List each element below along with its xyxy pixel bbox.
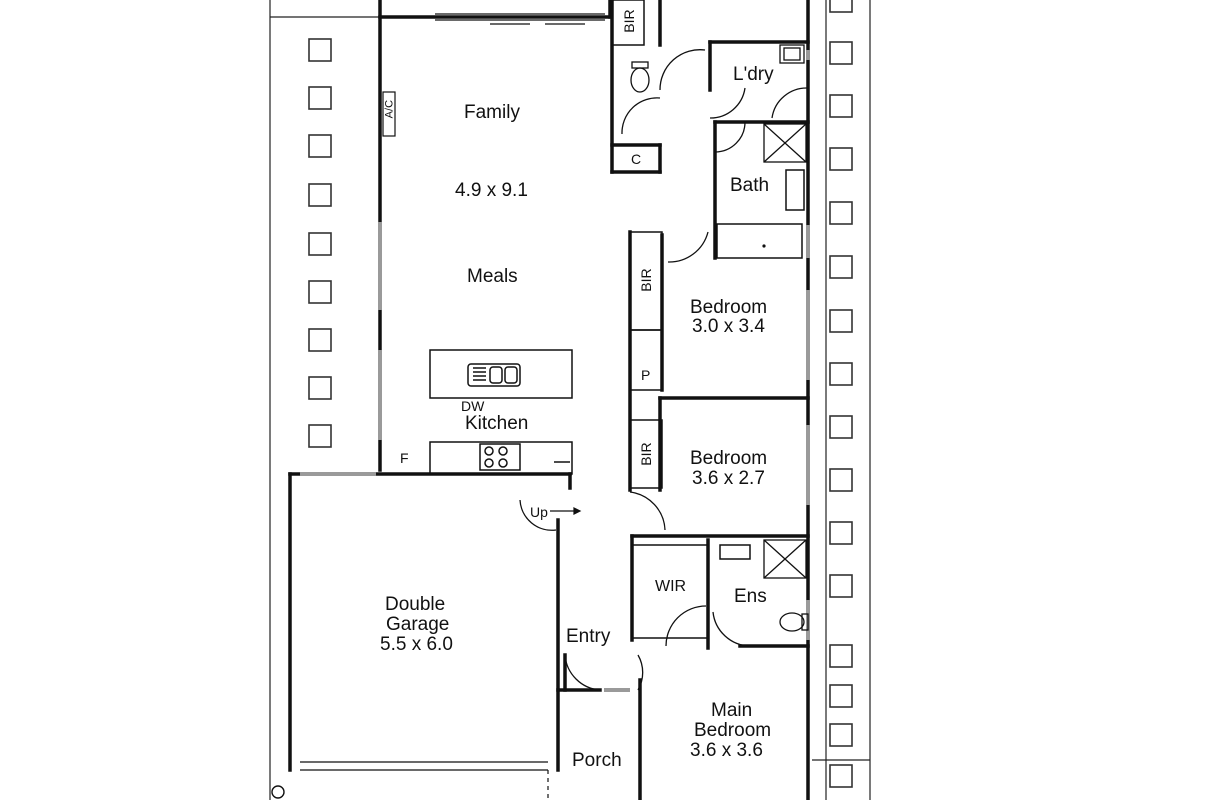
right-paving-squares — [829, 0, 853, 788]
kitchen-bench — [429, 441, 573, 475]
garage-label-line1: Double — [385, 594, 446, 615]
cupboard-label: C — [631, 151, 642, 167]
sliding-door — [435, 13, 605, 25]
kitchen-label: Kitchen — [465, 413, 529, 434]
ensuite-label: Ens — [734, 586, 767, 607]
shower-recess — [763, 123, 807, 579]
bath-label: Bath — [730, 175, 770, 196]
boundary-lines — [269, 0, 871, 800]
kitchen-island — [429, 349, 573, 399]
left-paving-squares — [308, 38, 332, 448]
joinery — [611, 0, 805, 639]
garage-size: 5.5 x 6.0 — [380, 634, 453, 655]
main-bedroom-size: 3.6 x 3.6 — [690, 740, 763, 761]
family-size: 4.9 x 9.1 — [455, 180, 528, 201]
stairs-arrow — [550, 507, 582, 515]
laundry-tub — [779, 44, 805, 64]
bedroom1-size: 3.0 x 3.4 — [692, 316, 765, 337]
main-bedroom-label-line1: Main — [711, 700, 753, 721]
aircon-unit — [382, 91, 396, 137]
family-label: Family — [464, 102, 520, 123]
garage-label-line2: Garage — [386, 614, 450, 635]
meter-icon — [271, 785, 285, 799]
bedroom2-label: Bedroom — [690, 448, 768, 469]
bir-top-label: BIR — [620, 9, 637, 33]
stairs-up-label: Up — [530, 504, 548, 520]
fridge-label: F — [400, 450, 409, 466]
wir-label: WIR — [655, 578, 687, 595]
bedroom2-size: 3.6 x 2.7 — [692, 468, 765, 489]
dishwasher-label: DW — [461, 398, 485, 414]
windows — [300, 50, 810, 692]
toilets — [630, 61, 809, 632]
laundry-label: L'dry — [733, 64, 774, 85]
bir-bedroom2-label: BIR — [637, 442, 654, 466]
pantry-label: P — [641, 367, 651, 383]
bath-drain — [762, 244, 766, 248]
bedroom1-label: Bedroom — [690, 297, 768, 318]
walls — [288, 0, 810, 800]
meals-label: Meals — [467, 266, 518, 287]
entry-label: Entry — [566, 626, 611, 647]
porch-label: Porch — [572, 750, 622, 771]
main-bedroom-label-line2: Bedroom — [694, 720, 772, 741]
door-swings — [519, 49, 809, 691]
aircon-label: A/C — [383, 99, 396, 119]
bir-bedroom1-label: BIR — [637, 268, 654, 292]
garage-door — [300, 761, 549, 800]
